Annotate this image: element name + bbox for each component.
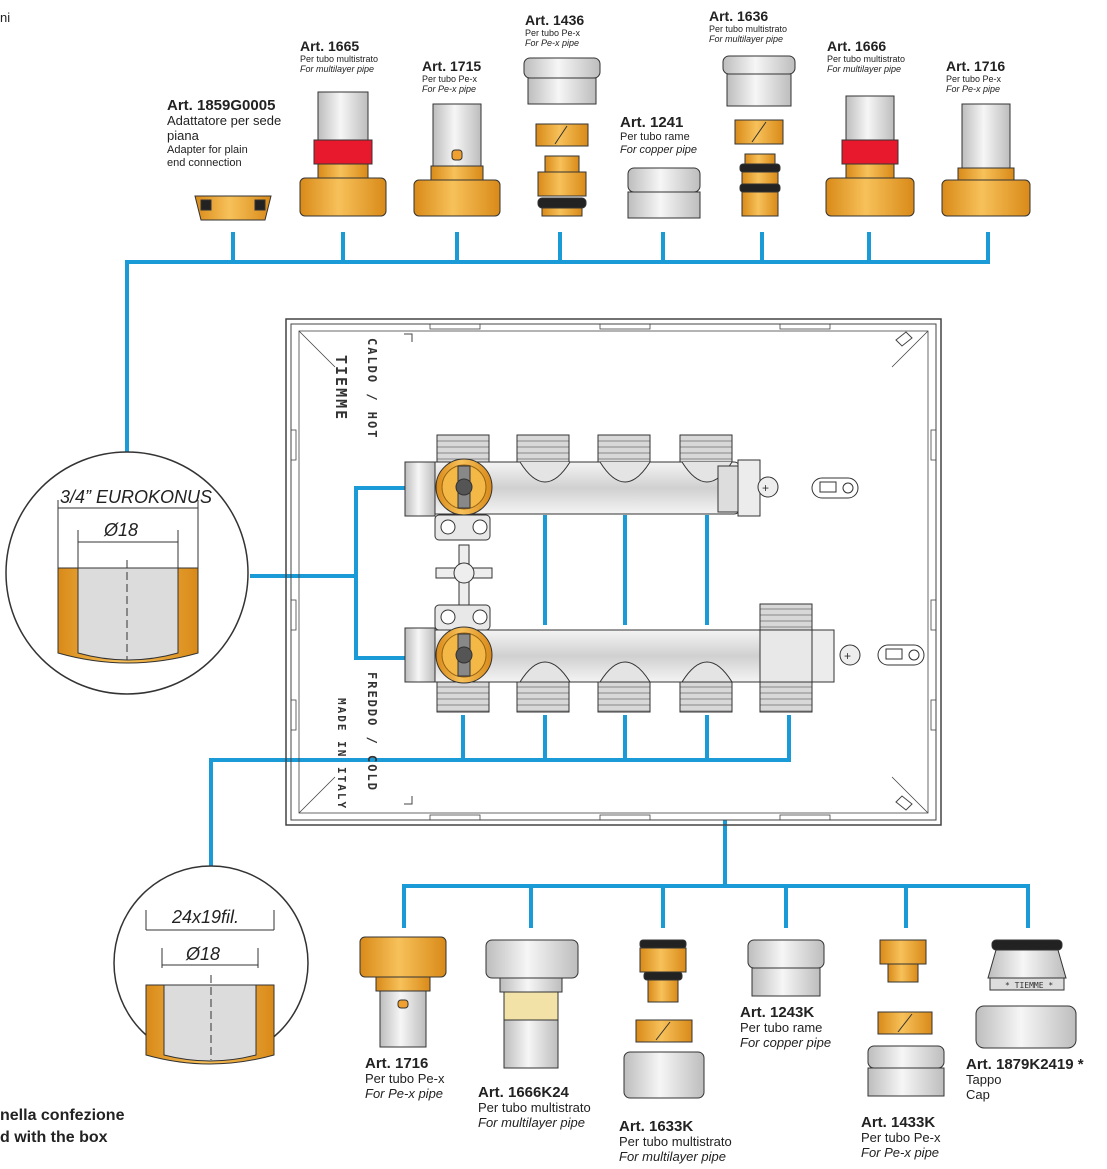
it-text: Per tubo rame — [740, 1020, 823, 1036]
it-text: Per tubo Pe-x — [422, 74, 478, 85]
en-text: For Pe-x pipe — [525, 38, 580, 49]
en-text: Adapter for plain — [167, 144, 248, 157]
label-top-1666: Art. 1666 Per tubo multistrato For multi… — [827, 38, 905, 75]
en-text: For copper pipe — [740, 1035, 832, 1051]
en-text: Cap — [966, 1087, 990, 1103]
footnote-line-2: d with the box — [0, 1129, 108, 1147]
it-text: Per tubo multistrato — [619, 1134, 732, 1150]
en-text: For multilayer pipe — [300, 64, 375, 75]
svg-text:+: + — [762, 481, 769, 495]
en-text: For multilayer pipe — [709, 34, 784, 45]
label-bottom-1433K: Art. 1433K Per tubo Pe-x For Pe-x pipe — [861, 1114, 941, 1161]
corner-text: ni — [0, 10, 11, 25]
art-number: Art. 1241 — [620, 114, 684, 131]
it-text: piana — [167, 128, 199, 144]
bottom-fittings — [359, 936, 1077, 1099]
mounting-box — [285, 318, 942, 826]
art-number: Art. 1666 — [827, 38, 887, 54]
it-text: Per tubo Pe-x — [525, 28, 581, 39]
art-number: Art. 1636 — [709, 8, 769, 24]
art-number: Art. 1716 — [946, 58, 1006, 74]
made-in-label: MADE IN ITALY — [335, 698, 348, 810]
label-bottom-1243K: Art. 1243K Per tubo rame For copper pipe — [740, 1004, 831, 1051]
en-text: For multilayer pipe — [827, 64, 902, 75]
en-text: For Pe-x pipe — [365, 1086, 444, 1102]
it-text: Per tubo multistrato — [827, 54, 906, 65]
en-text: end connection — [167, 156, 242, 169]
art-number: Art. 1716 — [365, 1055, 429, 1072]
it-text: Per tubo rame — [620, 131, 690, 144]
it-text: Per tubo multistrato — [300, 54, 379, 65]
it-text: Per tubo Pe-x — [861, 1130, 941, 1146]
label-bottom-1666K24: Art. 1666K24 Per tubo multistrato For mu… — [478, 1084, 591, 1131]
art-number: Art. 1666K24 — [478, 1084, 569, 1101]
art-number: Art. 1436 — [525, 12, 585, 28]
it-text: Per tubo multistrato — [478, 1100, 591, 1116]
eurokonus-diameter-label: Ø18 — [103, 520, 138, 540]
detail-eurokonus — [5, 451, 249, 695]
cap-marking: * TIEMME * — [1005, 981, 1053, 990]
label-top-1241: Art. 1241 Per tubo rame For copper pipe — [620, 114, 697, 157]
cold-manifold: + — [404, 603, 861, 713]
label-top-1716: Art. 1716 Per tubo Pe-x For Pe-x pipe — [946, 58, 1005, 95]
cross-fitting — [435, 544, 493, 606]
hot-outlets — [436, 434, 733, 464]
art-number: Art. 1665 — [300, 38, 360, 54]
wall-brackets — [811, 477, 925, 666]
label-bottom-1716: Art. 1716 Per tubo Pe-x For Pe-x pipe — [365, 1055, 445, 1102]
en-text: For multilayer pipe — [478, 1115, 585, 1131]
label-top-1859G0005: Art. 1859G0005 Adattatore per sede piana… — [167, 97, 281, 169]
it-text: Per tubo multistrato — [709, 24, 788, 35]
art-number: Art. 1715 — [422, 58, 482, 74]
hot-manifold: + — [404, 434, 779, 541]
it-text: Per tubo Pe-x — [946, 74, 1002, 85]
connector-lines — [125, 232, 1030, 928]
art-number: Art. 1243K — [740, 1004, 815, 1021]
art-number: Art. 1633K — [619, 1118, 694, 1135]
detail-24x19 — [113, 865, 309, 1065]
it-text: Per tubo Pe-x — [365, 1071, 445, 1087]
footnote: nella confezione d with the box — [0, 1105, 124, 1150]
label-top-1715: Art. 1715 Per tubo Pe-x For Pe-x pipe — [422, 58, 481, 95]
art-number: Art. 1879K2419 * — [966, 1056, 1084, 1073]
thread-24x19-label: 24x19fil. — [171, 907, 239, 927]
art-number: Art. 1433K — [861, 1114, 936, 1131]
en-text: For Pe-x pipe — [861, 1145, 940, 1161]
art-number: Art. 1859G0005 — [167, 97, 276, 114]
it-text: Adattatore per sede — [167, 113, 282, 129]
top-fittings — [194, 55, 1031, 221]
svg-text:+: + — [844, 649, 851, 663]
it-text: Tappo — [966, 1072, 1002, 1088]
hot-label: CALDO / HOT — [365, 338, 379, 439]
label-bottom-1879K2419: Art. 1879K2419 * Tappo Cap — [966, 1056, 1084, 1103]
footnote-line-1: nella confezione — [0, 1107, 125, 1124]
en-text: For multilayer pipe — [619, 1149, 726, 1165]
en-text: For copper pipe — [620, 143, 698, 156]
label-top-1636: Art. 1636 Per tubo multistrato For multi… — [709, 8, 787, 45]
diameter-24x19-label: Ø18 — [185, 944, 220, 964]
label-top-1665: Art. 1665 Per tubo multistrato For multi… — [300, 38, 378, 75]
eurokonus-thread-label: 3/4” EUROKONUS — [60, 487, 212, 507]
label-top-1436: Art. 1436 Per tubo Pe-x For Pe-x pipe — [525, 12, 584, 49]
label-bottom-1633K: Art. 1633K Per tubo multistrato For mult… — [619, 1118, 732, 1165]
en-text: For Pe-x pipe — [422, 84, 477, 95]
brand-label: TIEMME — [332, 355, 350, 421]
en-text: For Pe-x pipe — [946, 84, 1001, 95]
cold-outlets — [436, 681, 813, 713]
cold-label: FREDDO / COLD — [365, 672, 379, 792]
